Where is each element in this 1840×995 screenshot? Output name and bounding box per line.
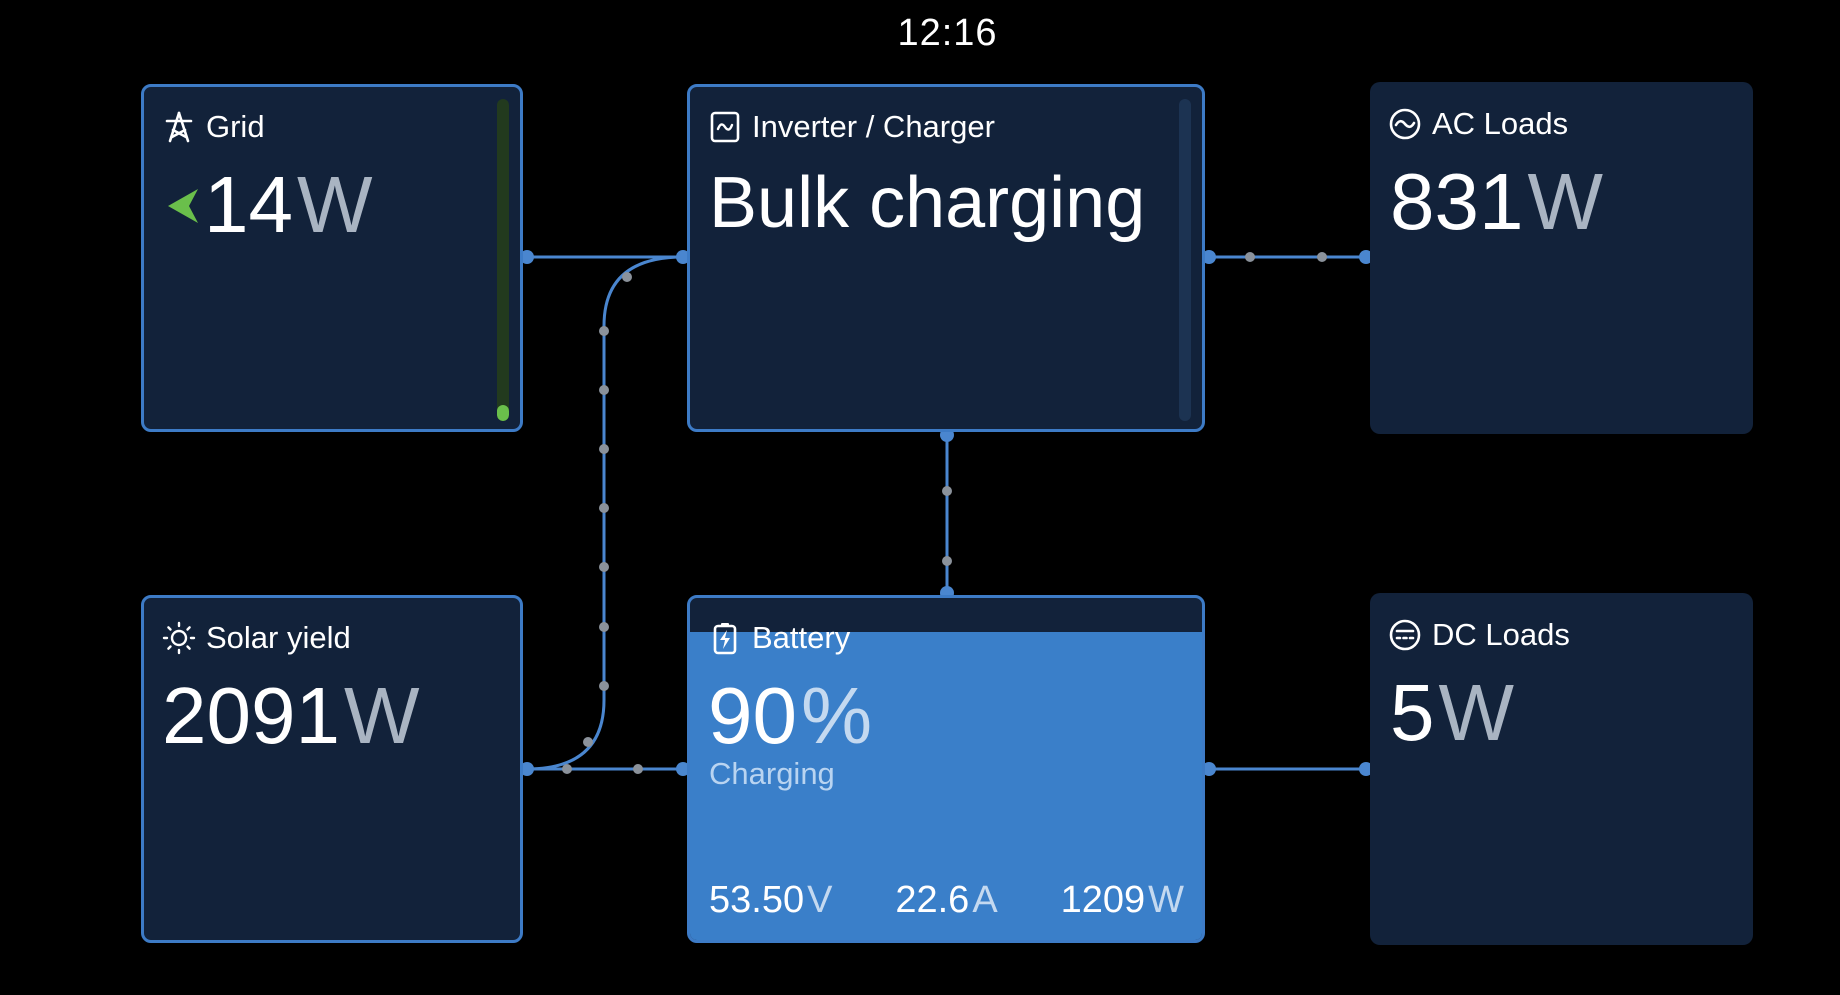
battery-voltage: 53.50V <box>709 879 832 922</box>
battery-state: Charging <box>709 756 835 791</box>
flow-dot <box>599 385 609 395</box>
solar-header: Solar yield <box>162 620 351 656</box>
battery-current: 22.6A <box>895 879 997 922</box>
ac-loads-power: 831W <box>1390 162 1603 242</box>
battery-panel[interactable]: Battery 90% Charging 53.50V 22.6A 1209W <box>687 595 1205 943</box>
battery-voltage-value: 53.50 <box>709 879 805 921</box>
flow-dot <box>942 486 952 496</box>
battery-soc-value: 90 <box>708 671 797 760</box>
battery-power-value: 1209 <box>1060 879 1146 921</box>
dc-loads-panel[interactable]: DC Loads 5W <box>1370 593 1753 945</box>
battery-soc-fill <box>690 632 1202 940</box>
ac-loads-value: 831 <box>1390 157 1524 246</box>
flow-dot <box>599 622 609 632</box>
flow-dot <box>633 764 643 774</box>
battery-metrics: 53.50V 22.6A 1209W <box>709 879 1184 922</box>
grid-power-bar-fill <box>497 404 509 421</box>
clock: 12:16 <box>897 12 998 54</box>
flow-dot <box>583 737 593 747</box>
battery-power: 1209W <box>1061 879 1184 922</box>
ac-sine-icon <box>1389 108 1421 140</box>
flow-dot <box>1245 252 1255 262</box>
ac-loads-header: AC Loads <box>1388 106 1568 142</box>
dc-loads-title: DC Loads <box>1432 617 1570 652</box>
dc-icon <box>1389 619 1421 651</box>
dc-loads-unit: W <box>1438 668 1515 757</box>
ac-loads-unit: W <box>1527 157 1603 246</box>
solar-power: 2091W <box>162 676 419 756</box>
grid-header: Grid <box>162 109 265 145</box>
ac-loads-title: AC Loads <box>1432 106 1569 141</box>
solar-unit: W <box>343 671 420 760</box>
flow-dot <box>1317 252 1327 262</box>
grid-unit: W <box>296 160 373 249</box>
battery-soc-unit: % <box>800 671 873 760</box>
battery-power-unit: W <box>1148 879 1184 921</box>
flow-dot <box>562 764 572 774</box>
grid-panel[interactable]: Grid 14W <box>141 84 523 432</box>
dc-loads-power: 5W <box>1390 673 1514 753</box>
wire-solar-inverter <box>526 255 684 771</box>
dc-loads-header: DC Loads <box>1388 617 1570 653</box>
battery-header: Battery <box>708 620 850 656</box>
flow-dot <box>599 326 609 336</box>
flow-dot <box>599 562 609 572</box>
inverter-header: Inverter / Charger <box>708 109 995 145</box>
grid-title: Grid <box>206 109 265 144</box>
battery-title: Battery <box>752 620 851 655</box>
flow-dot <box>942 556 952 566</box>
arrow-left-icon <box>168 188 198 223</box>
inverter-title: Inverter / Charger <box>752 109 995 144</box>
solar-title: Solar yield <box>206 620 351 655</box>
flow-dot <box>599 503 609 513</box>
flow-dot <box>599 444 609 454</box>
grid-tower-icon <box>165 111 193 143</box>
solar-value: 2091 <box>162 671 340 760</box>
inverter-scroll-track <box>1179 99 1191 421</box>
inverter-state: Bulk charging <box>709 163 1146 243</box>
sun-icon <box>162 621 196 655</box>
grid-power: 14W <box>166 165 373 245</box>
inverter-icon <box>710 111 740 143</box>
ac-loads-panel[interactable]: AC Loads 831W <box>1370 82 1753 434</box>
dc-loads-value: 5 <box>1390 668 1435 757</box>
battery-soc: 90% <box>708 676 872 756</box>
grid-power-bar <box>497 99 509 421</box>
battery-voltage-unit: V <box>807 879 833 921</box>
battery-charging-icon <box>713 623 737 655</box>
inverter-panel[interactable]: Inverter / Charger Bulk charging <box>687 84 1205 432</box>
solar-panel[interactable]: Solar yield 2091W <box>141 595 523 943</box>
battery-current-unit: A <box>972 879 998 921</box>
flow-dot <box>622 272 632 282</box>
flow-dot <box>599 681 609 691</box>
grid-value: 14 <box>204 160 293 249</box>
battery-current-value: 22.6 <box>895 879 970 921</box>
